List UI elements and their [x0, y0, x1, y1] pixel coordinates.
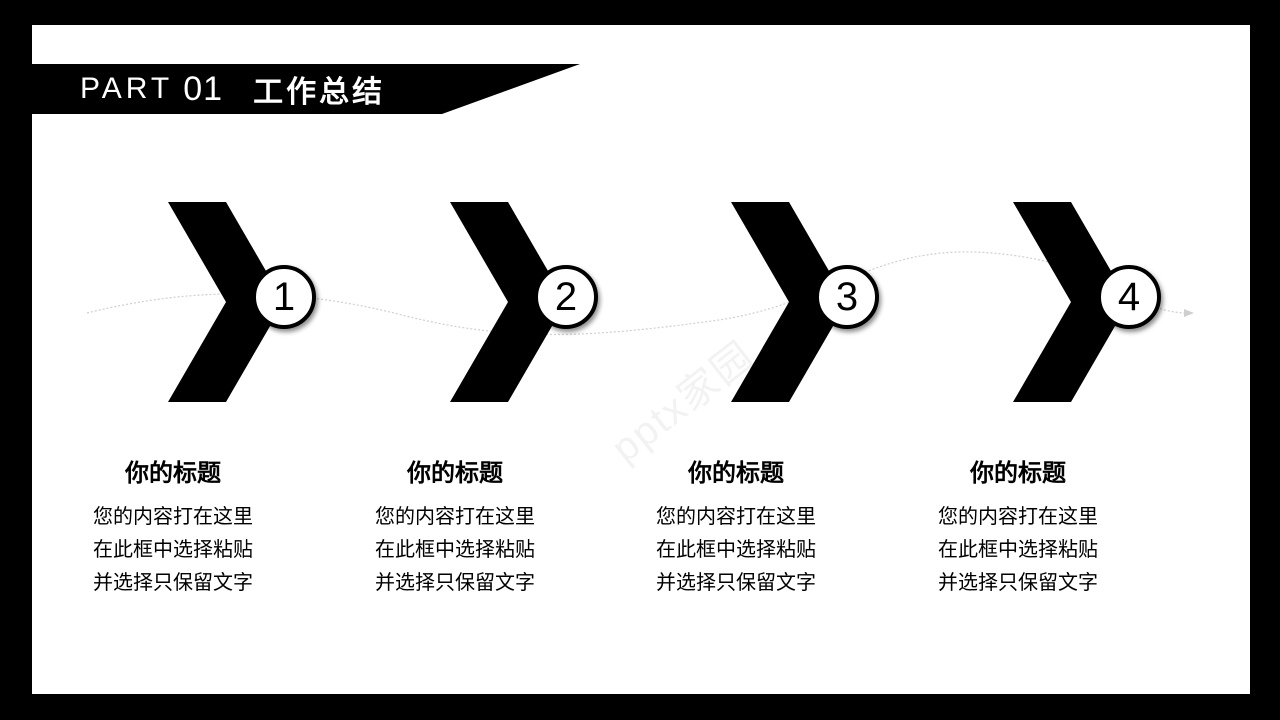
step-number-badge: 1: [252, 265, 316, 329]
step-2: 2 你的标题 您的内容打在这里 在此框中选择粘贴 并选择只保留文字: [314, 25, 598, 694]
header-band: [32, 64, 580, 114]
step-number-badge: 2: [534, 265, 598, 329]
step-description: 您的内容打在这里 在此框中选择粘贴 并选择只保留文字: [32, 500, 314, 599]
step-title: 你的标题: [125, 459, 221, 487]
step-3: 3 你的标题 您的内容打在这里 在此框中选择粘贴 并选择只保留文字: [595, 25, 879, 694]
part-number: 01: [183, 69, 224, 108]
step-description: 您的内容打在这里 在此框中选择粘贴 并选择只保留文字: [595, 500, 877, 599]
step-title: 你的标题: [688, 459, 784, 487]
chevron-arrow-icon: [1013, 202, 1129, 402]
step-description: 您的内容打在这里 在此框中选择粘贴 并选择只保留文字: [314, 500, 596, 599]
step-line: 您的内容打在这里: [938, 504, 1098, 528]
step-line: 在此框中选择粘贴: [938, 537, 1098, 561]
step-title: 你的标题: [407, 459, 503, 487]
step-line: 您的内容打在这里: [93, 504, 253, 528]
chevron-arrow-icon: [731, 202, 847, 402]
step-line: 在此框中选择粘贴: [656, 537, 816, 561]
section-title: 工作总结: [253, 75, 386, 110]
step-line: 您的内容打在这里: [375, 504, 535, 528]
part-label: PART: [80, 72, 174, 105]
step-line: 在此框中选择粘贴: [375, 537, 535, 561]
step-description: 您的内容打在这里 在此框中选择粘贴 并选择只保留文字: [877, 500, 1159, 599]
step-line: 并选择只保留文字: [938, 570, 1098, 594]
chevron-arrow-icon: [450, 202, 566, 402]
step-line: 并选择只保留文字: [93, 570, 253, 594]
step-line: 并选择只保留文字: [375, 570, 535, 594]
section-header: PART 01 工作总结: [80, 64, 385, 114]
step-title: 你的标题: [970, 459, 1066, 487]
step-4: 4 你的标题 您的内容打在这里 在此框中选择粘贴 并选择只保留文字: [877, 25, 1161, 694]
step-1: 1 你的标题 您的内容打在这里 在此框中选择粘贴 并选择只保留文字: [32, 25, 316, 694]
step-line: 并选择只保留文字: [656, 570, 816, 594]
step-number-badge: 4: [1097, 265, 1161, 329]
step-line: 您的内容打在这里: [656, 504, 816, 528]
slide: PART 01 工作总结 pptx家园 1 你的标题 您的内容打在这里 在此框中…: [32, 25, 1250, 694]
step-number-badge: 3: [815, 265, 879, 329]
chevron-arrow-icon: [168, 202, 284, 402]
step-line: 在此框中选择粘贴: [93, 537, 253, 561]
